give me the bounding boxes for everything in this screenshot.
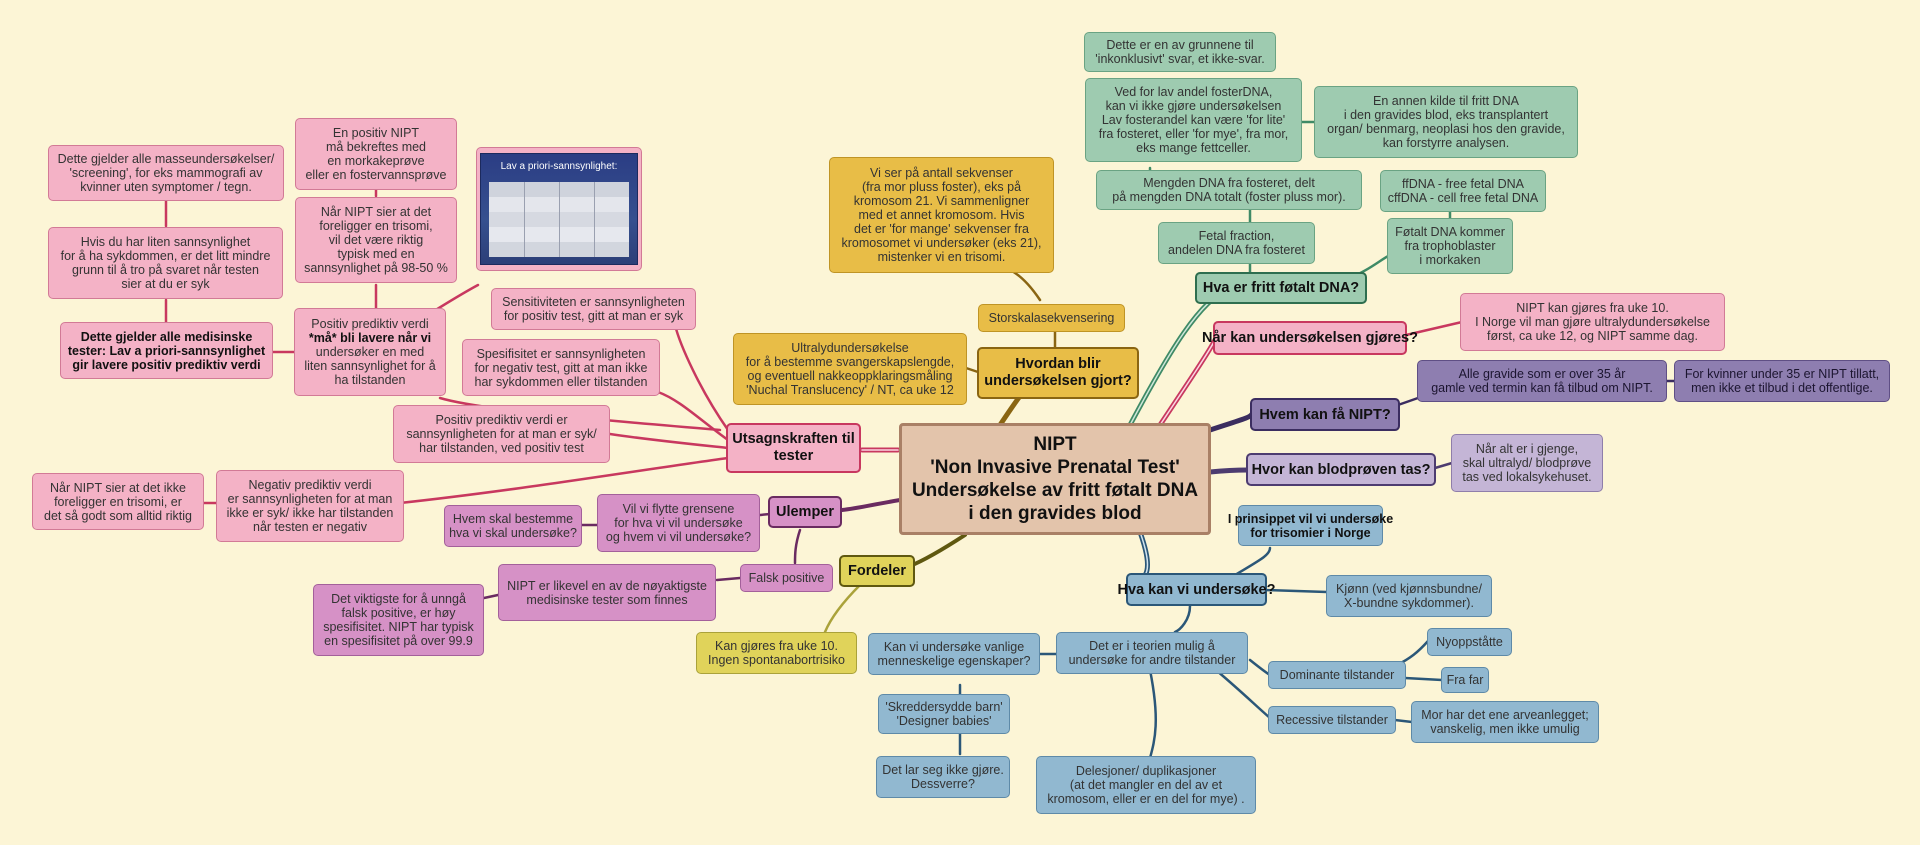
node-delesjoner[interactable]: Delesjoner/ duplikasjoner(at det mangler… [1036, 756, 1256, 814]
branch-hva-er-fritt-fotalt-dna[interactable]: Hva er fritt føtalt DNA? [1195, 272, 1367, 304]
branch-naar-kan-undersokelsen-gjores[interactable]: Når kan undersøkelsen gjøres? [1202, 321, 1418, 355]
node-kjonn[interactable]: Kjønn (ved kjønnsbundne/X-bundne sykdomm… [1326, 575, 1492, 617]
slide-image: Lav a priori-sannsynlighet: [480, 153, 638, 265]
node-nyoppstatte[interactable]: Nyoppståtte [1427, 628, 1512, 656]
node-mor-arveanlegg[interactable]: Mor har det ene arveanlegget;vanskelig, … [1411, 701, 1599, 743]
node-designer-babies[interactable]: 'Skreddersydde barn''Designer babies' [878, 694, 1010, 734]
node-inkonklusivt[interactable]: Dette er en av grunnene til'inkonklusivt… [1084, 32, 1276, 72]
branch-hvor-kan-blodproven-tas[interactable]: Hvor kan blodprøven tas? [1246, 453, 1436, 486]
root-topic[interactable]: NIPT 'Non Invasive Prenatal Test' Unders… [899, 423, 1211, 535]
node-fra-far[interactable]: Fra far [1441, 667, 1489, 693]
node-fra-uke-10[interactable]: Kan gjøres fra uke 10.Ingen spontanabort… [696, 632, 857, 674]
link-root-hva-er-inner [1129, 287, 1231, 426]
node-slide-thumbnail[interactable]: Lav a priori-sannsynlighet: [476, 147, 642, 271]
link-root-hva-er [1127, 285, 1233, 428]
node-dominante[interactable]: Dominante tilstander [1268, 661, 1406, 689]
node-storskalasekvensering[interactable]: Storskalasekvensering [978, 304, 1125, 332]
branch-hvem-kan-fa-nipt[interactable]: Hvem kan få NIPT? [1250, 398, 1400, 431]
node-lav-fosterandel[interactable]: Ved for lav andel fosterDNA,kan vi ikke … [1085, 78, 1302, 162]
node-antall-sekvenser[interactable]: Vi ser på antall sekvenser(fra mor pluss… [829, 157, 1054, 273]
node-masseundersokelser[interactable]: Dette gjelder alle masseundersøkelser/'s… [48, 145, 284, 201]
node-lar-seg-ikke[interactable]: Det lar seg ikke gjøre.Dessverre? [876, 756, 1010, 798]
slide-table [489, 182, 629, 257]
branch-fordeler[interactable]: Fordeler [839, 555, 915, 587]
node-ppv-blir-lavere[interactable]: Positiv prediktiv verdi *må* bli lavere … [294, 308, 446, 396]
node-nipt-fra-uke-10[interactable]: NIPT kan gjøres fra uke 10.I Norge vil m… [1460, 293, 1725, 351]
node-falsk-positive[interactable]: Falsk positive [740, 564, 833, 592]
node-under-35[interactable]: For kvinner under 35 er NIPT tillatt,men… [1674, 360, 1890, 402]
node-lokalsykehuset[interactable]: Når alt er i gjenge,skal ultralyd/ blodp… [1451, 434, 1603, 492]
branch-hva-kan-vi-undersoke[interactable]: Hva kan vi undersøke? [1118, 573, 1275, 606]
node-recessive[interactable]: Recessive tilstander [1268, 706, 1396, 734]
branch-ulemper[interactable]: Ulemper [768, 496, 842, 528]
node-fetal-fraction[interactable]: Fetal fraction,andelen DNA fra fosteret [1158, 222, 1315, 264]
